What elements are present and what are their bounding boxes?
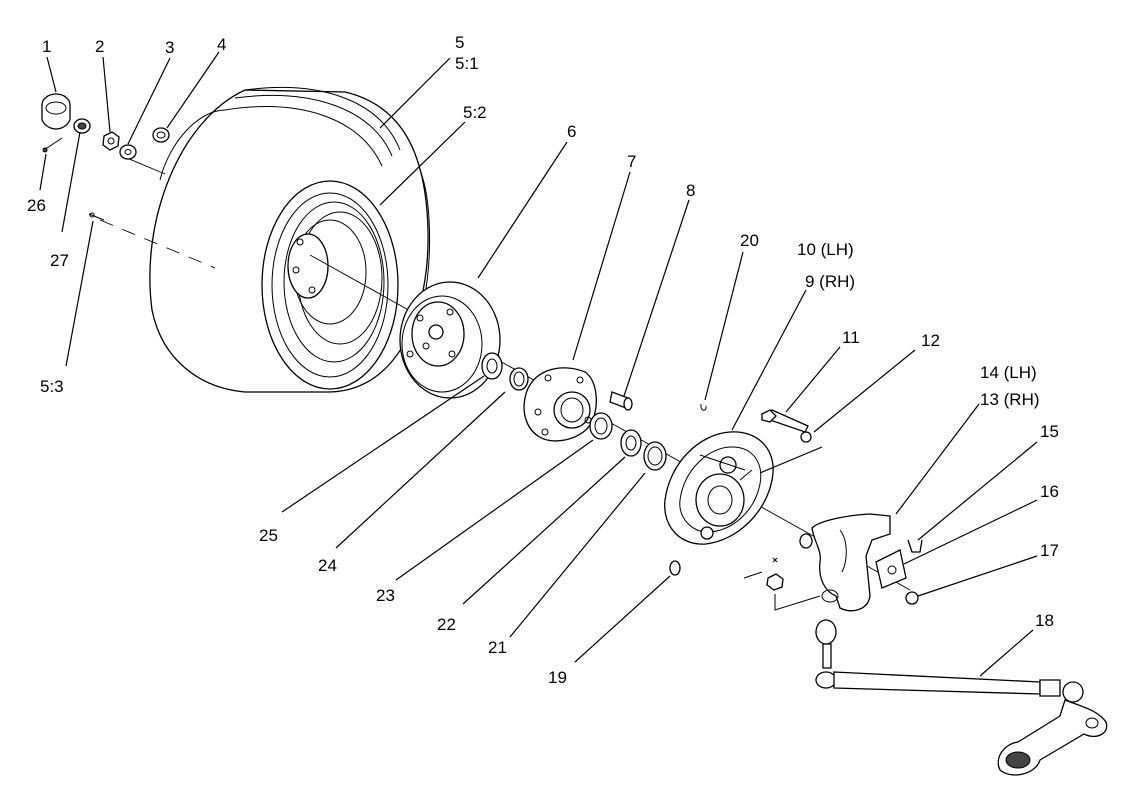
- callout-16: 16: [1040, 482, 1059, 501]
- spindle: [799, 513, 891, 612]
- bearing-cone-inner: [620, 429, 642, 457]
- callout-5-3: 5:3: [40, 377, 64, 396]
- wheel-rim: [399, 281, 501, 399]
- callout-5: 5: [455, 33, 464, 52]
- grease-seal: [643, 441, 667, 471]
- callout-13: 13 (RH): [980, 390, 1040, 409]
- bearing-cup-inner: [589, 412, 613, 440]
- callout-24: 24: [318, 556, 337, 575]
- wheel-bolt: [609, 391, 633, 411]
- callout-6: 6: [567, 122, 576, 141]
- bearing-cone: [481, 352, 503, 380]
- spring-clip: [907, 539, 923, 553]
- spindle-nut: [743, 557, 821, 611]
- callout-7: 7: [627, 152, 636, 171]
- lock-nut: [800, 431, 812, 443]
- callout-11: 11: [842, 328, 860, 347]
- leader-lines: [39, 51, 1038, 677]
- callout-2: 2: [95, 37, 104, 56]
- callout-9: 9 (RH): [805, 272, 855, 291]
- callout-22: 22: [437, 615, 456, 634]
- callout-4: 4: [217, 35, 226, 54]
- castle-nut: [73, 118, 91, 134]
- ball-joint: [815, 619, 837, 669]
- callout-labels: 1 2 3 4 5 5:1 5:2 5:3 6 7 8 20 10 (LH) 9…: [27, 33, 1059, 687]
- callout-10: 10 (LH): [797, 240, 854, 259]
- callout-1: 1: [42, 37, 51, 56]
- callout-15: 15: [1040, 422, 1059, 441]
- callout-25: 25: [259, 526, 278, 545]
- tie-rod: [815, 671, 1061, 697]
- callout-26: 26: [27, 196, 46, 215]
- wheel-hub: [523, 367, 597, 442]
- callout-5-2: 5:2: [463, 103, 487, 122]
- hex-nut: [102, 131, 120, 151]
- callout-3: 3: [165, 38, 174, 57]
- callout-17: 17: [1040, 541, 1059, 560]
- cap-screw: [761, 409, 809, 433]
- callout-5-1: 5:1: [455, 54, 479, 73]
- callout-12: 12: [921, 331, 940, 350]
- callout-23: 23: [376, 586, 395, 605]
- retaining-clip: [700, 403, 707, 411]
- flange-nut: [905, 591, 919, 605]
- mounting-bracket: [875, 549, 907, 589]
- cotter-pin: [42, 137, 63, 153]
- callout-18: 18: [1035, 611, 1054, 630]
- callout-20: 20: [740, 231, 759, 250]
- valve-stem: [88, 212, 105, 221]
- callout-14: 14 (LH): [980, 363, 1037, 382]
- hub-cap: [41, 93, 71, 130]
- steering-arm: [997, 681, 1108, 776]
- grease-fitting: [669, 560, 681, 576]
- bearing-cup: [509, 367, 529, 391]
- flat-washer: [119, 144, 137, 160]
- callout-19: 19: [548, 668, 567, 687]
- callout-8: 8: [686, 181, 695, 200]
- lug-nut: [152, 127, 170, 143]
- tire: [149, 87, 431, 393]
- callout-27: 27: [50, 251, 69, 270]
- brake-assembly: [664, 431, 774, 545]
- callout-21: 21: [488, 638, 507, 657]
